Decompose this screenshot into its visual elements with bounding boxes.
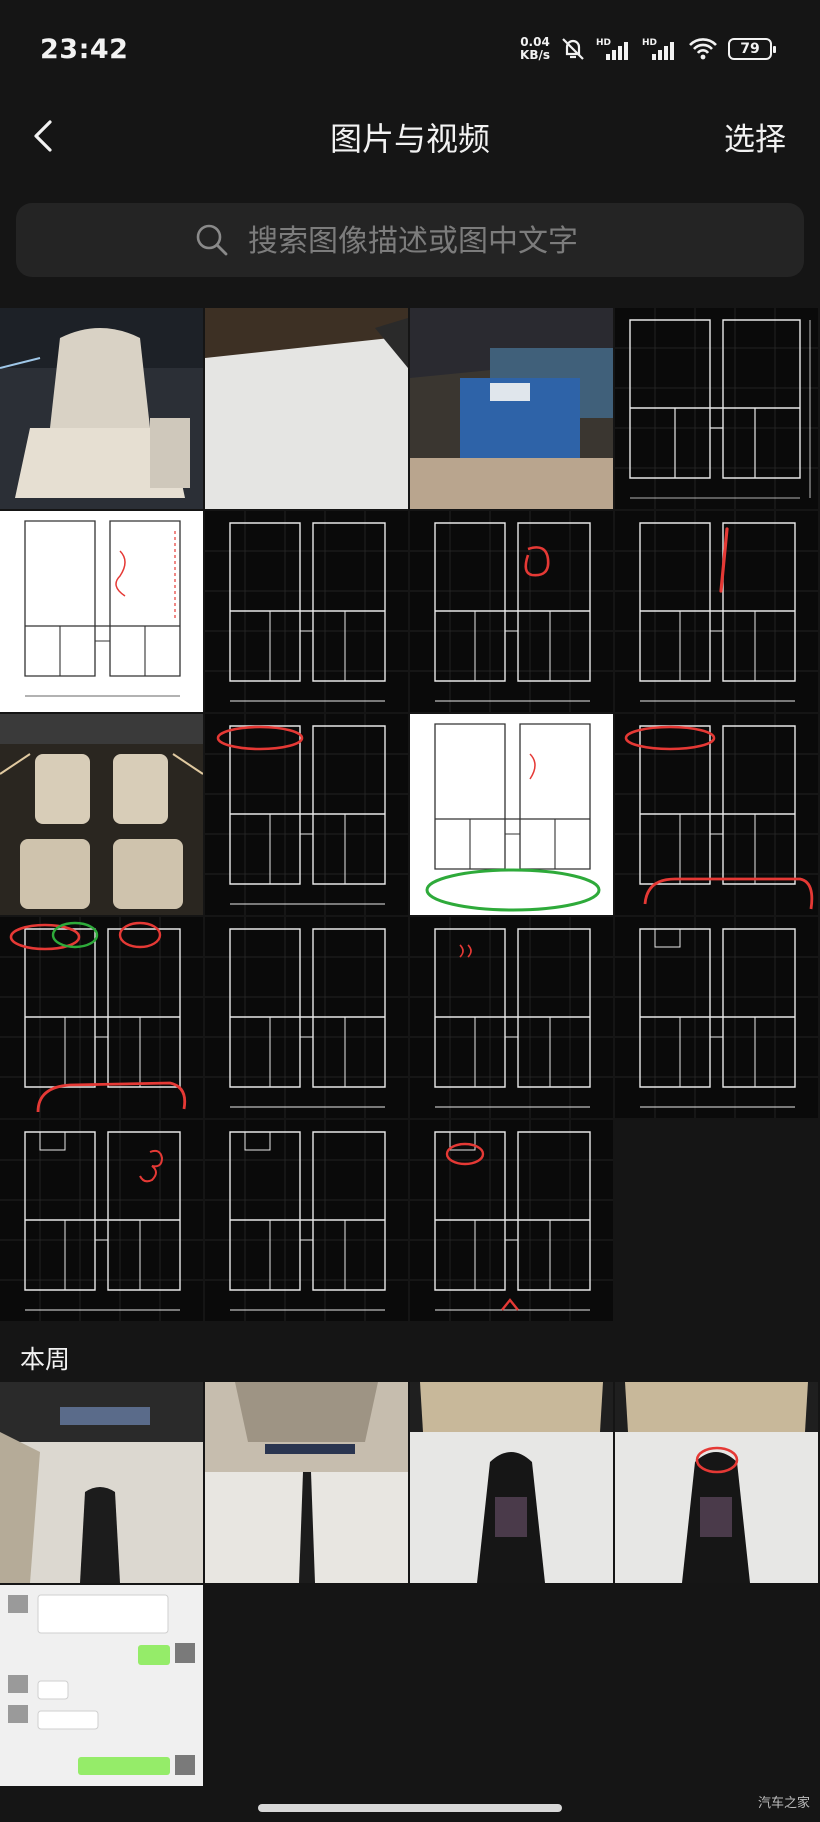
photo-grid-this-week	[0, 1382, 820, 1786]
signal-hd-label-2: HD	[642, 38, 657, 48]
home-indicator[interactable]	[258, 1804, 562, 1812]
search-icon	[196, 224, 228, 256]
photo-thumbnail[interactable]	[410, 1382, 613, 1583]
back-button[interactable]	[24, 114, 68, 158]
photo-thumbnail[interactable]	[205, 1382, 408, 1583]
photo-thumbnail[interactable]	[0, 714, 203, 915]
photo-thumbnail[interactable]	[615, 714, 818, 915]
photo-grid	[0, 308, 820, 1321]
net-speed-unit: KB/s	[520, 48, 550, 62]
photo-thumbnail[interactable]	[205, 511, 408, 712]
battery-icon: 79	[728, 38, 776, 60]
battery-level: 79	[740, 41, 760, 57]
mute-icon	[562, 38, 584, 60]
photo-thumbnail[interactable]	[410, 714, 613, 915]
status-time: 23:42	[40, 34, 129, 65]
net-speed-value: 0.04	[520, 35, 550, 49]
signal-hd-label: HD	[596, 38, 611, 48]
photo-thumbnail[interactable]	[410, 917, 613, 1118]
net-speed: 0.04 KB/s	[520, 36, 550, 62]
search-bar[interactable]	[16, 203, 804, 279]
signal-icon-2: HD	[642, 38, 674, 60]
photo-thumbnail[interactable]	[205, 917, 408, 1118]
photo-thumbnail[interactable]	[410, 511, 613, 712]
photo-thumbnail[interactable]	[615, 917, 818, 1118]
photo-thumbnail[interactable]	[410, 308, 613, 509]
photo-thumbnail[interactable]	[0, 1585, 203, 1786]
photo-thumbnail[interactable]	[205, 1120, 408, 1321]
photo-thumbnail[interactable]	[615, 511, 818, 712]
photo-thumbnail[interactable]	[410, 1120, 613, 1321]
photo-thumbnail[interactable]	[0, 917, 203, 1118]
photo-thumbnail[interactable]	[0, 511, 203, 712]
wifi-icon	[689, 38, 717, 60]
photo-thumbnail[interactable]	[0, 1382, 203, 1583]
watermark: 汽车之家	[757, 1796, 810, 1811]
photo-thumbnail[interactable]	[205, 308, 408, 509]
page-title: 图片与视频	[329, 120, 490, 158]
photo-thumbnail[interactable]	[205, 714, 408, 915]
status-bar: 23:42 0.04 KB/s HD HD 79	[0, 0, 820, 100]
select-button[interactable]: 选择	[724, 122, 786, 158]
search-input[interactable]	[246, 203, 790, 279]
back-icon	[34, 120, 52, 152]
header: 图片与视频 选择	[0, 100, 820, 172]
section-title-this-week: 本周	[20, 1345, 71, 1374]
status-icons: 0.04 KB/s HD HD 79	[520, 36, 776, 62]
photo-thumbnail[interactable]	[615, 308, 818, 509]
photo-thumbnail[interactable]	[0, 1120, 203, 1321]
signal-icon: HD	[596, 38, 628, 60]
photo-thumbnail[interactable]	[0, 308, 203, 509]
photo-thumbnail[interactable]	[615, 1382, 818, 1583]
